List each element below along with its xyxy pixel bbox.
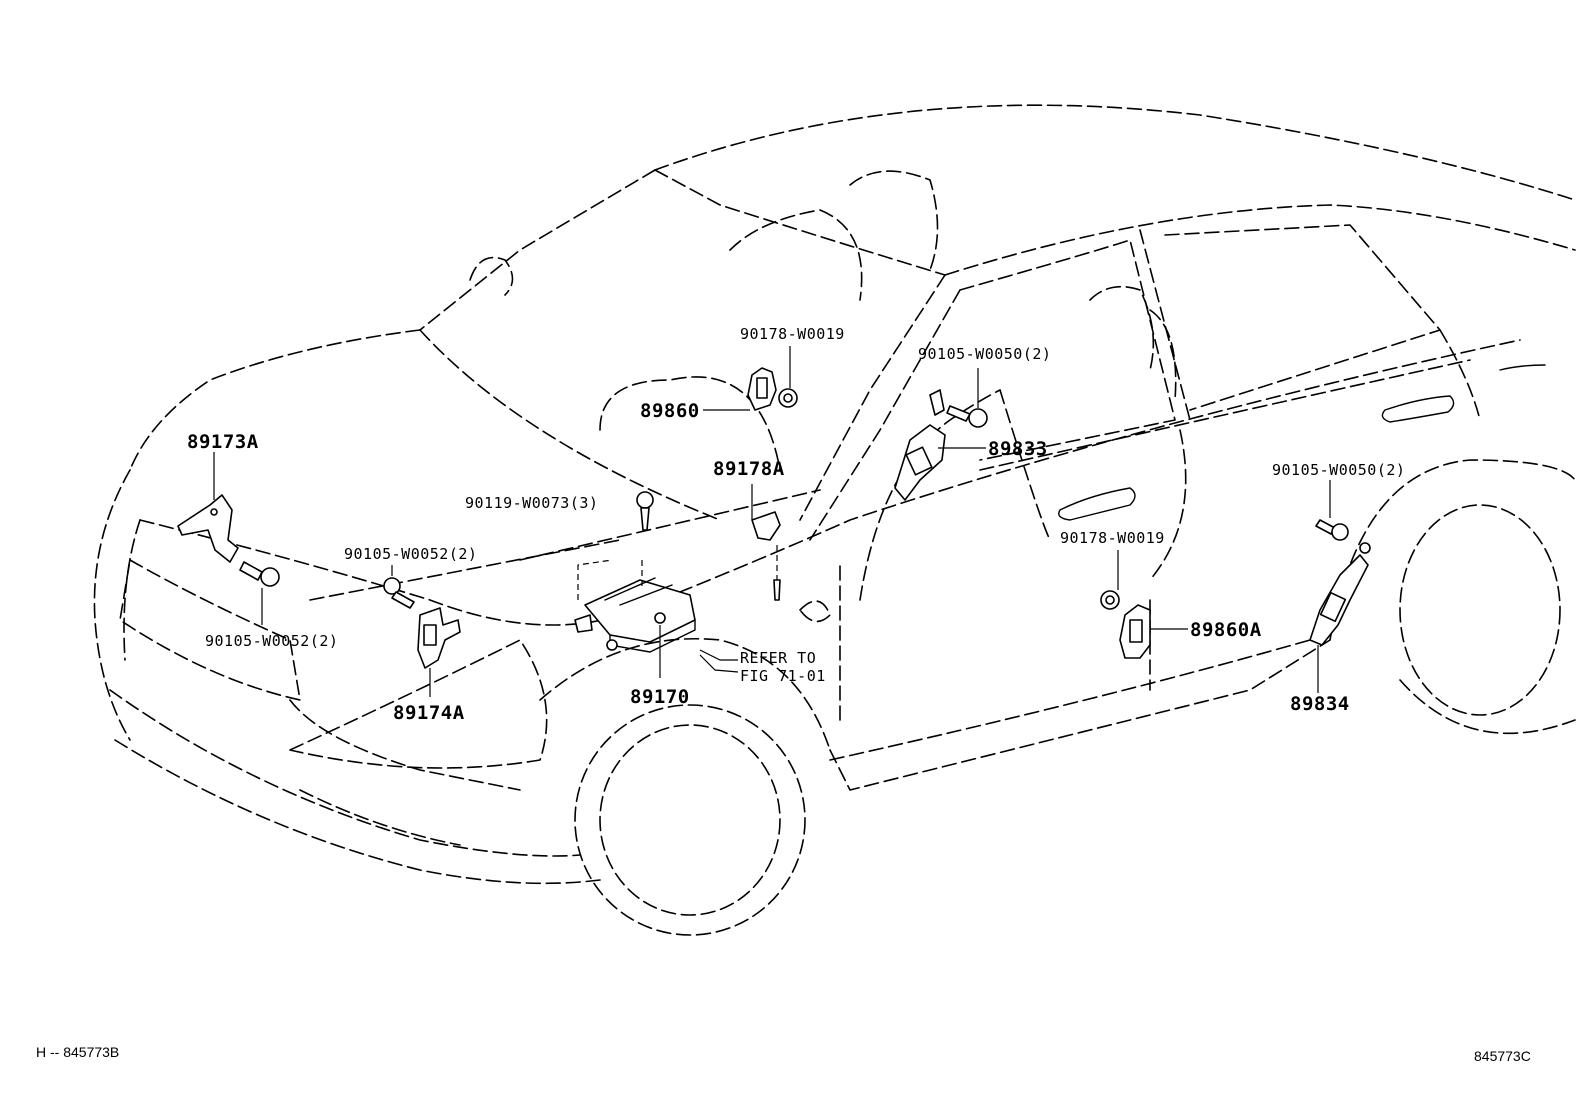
label-89834: 89834 [1290, 693, 1350, 715]
label-89178A: 89178A [713, 458, 785, 480]
label-89170: 89170 [630, 686, 690, 708]
label-fig-71-01: FIG 71-01 [740, 667, 826, 685]
bolt-90105-W0052-front-center [383, 565, 415, 609]
label-89860: 89860 [640, 400, 700, 422]
refer-to-leader [699, 649, 739, 673]
label-90105-W0050-b: 90105-W0050(2) [1272, 461, 1405, 479]
label-90105-W0050-a: 90105-W0050(2) [918, 345, 1051, 363]
part-89170-airbag-ecu [574, 559, 696, 678]
part-89833-side-sensor [894, 389, 986, 501]
label-90119-W0073: 90119-W0073(3) [465, 494, 598, 512]
part-89860A-sensor [1119, 604, 1188, 659]
label-90178-W0019-b: 90178-W0019 [1060, 529, 1165, 547]
label-90178-W0019-a: 90178-W0019 [740, 325, 845, 343]
footer-right-code: 845773C [1474, 1048, 1531, 1064]
label-refer-to: REFER TO [740, 649, 816, 667]
car-body-outline [93, 104, 1576, 936]
bolt-90105-W0052-front-left [239, 561, 280, 625]
label-89860A: 89860A [1190, 619, 1262, 641]
part-89173A-sensor-bracket [177, 452, 239, 563]
part-89834-rear-sensor [1309, 542, 1371, 693]
part-89174A-sensor [417, 607, 461, 697]
label-89174A: 89174A [393, 702, 465, 724]
part-89860-sensor [703, 367, 777, 411]
clip-90178-W0019-upper [778, 346, 798, 408]
bolt-90105-W0050-rear [1315, 480, 1349, 541]
part-89178A-sensor [751, 484, 781, 601]
label-89833: 89833 [988, 438, 1048, 460]
bolt-90105-W0050-upper [946, 368, 988, 428]
footer-left-code: H -- 845773B [36, 1044, 119, 1060]
label-90105-W0052-a: 90105-W0052(2) [344, 545, 477, 563]
label-89173A: 89173A [187, 431, 259, 453]
label-90105-W0052-b: 90105-W0052(2) [205, 632, 338, 650]
bolt-90119-W0073 [636, 491, 654, 531]
clip-90178-W0019-lower [1100, 550, 1120, 610]
